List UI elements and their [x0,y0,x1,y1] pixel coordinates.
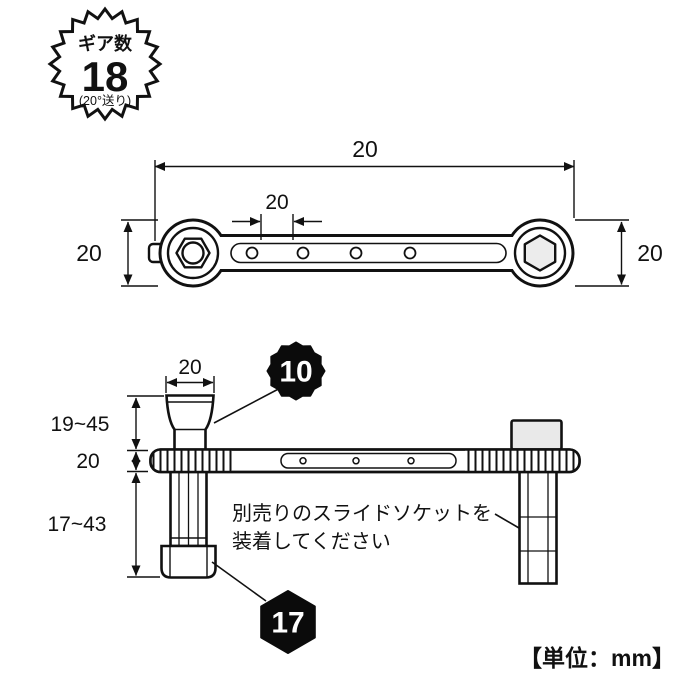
socket-size-badge-17: 17 [211,561,316,654]
dim-body-thickness-label: 20 [76,450,99,473]
dim-shaft-width: 20 [232,191,322,240]
shaft-hole [349,246,363,260]
dim-right-height: 20 [575,219,663,287]
note-line-1: 別売りのスライドソケットを [232,502,492,525]
bar-rivet [407,457,415,465]
dim-left-height: 20 [76,219,158,287]
upper-adapter [165,394,215,452]
gear-burst-icon [47,6,163,122]
dim-adapter-width: 20 [165,356,215,393]
socket-size-10-icon [266,341,326,401]
gear-badge-note: (20°送り) [79,93,131,108]
knurl-texture [150,449,580,472]
dim-left-height-label: 20 [76,240,102,266]
dim-shaft-width-label: 20 [265,191,288,214]
gear-badge-label: ギア数 [78,33,133,54]
socket-size-badge-10: 10 [213,341,326,424]
wrench-body-outline [158,218,575,288]
side-view-body [149,394,581,585]
lower-socket [160,544,217,579]
side-view: 20 10 19~45 20 17~43 別売りのスライドソケットを 装着して [48,341,581,654]
right-adapter-block [510,419,563,451]
dim-upper-reach-label: 19~45 [51,413,110,436]
shaft-hole [296,246,310,260]
slide-socket-note: 別売りのスライドソケットを 装着してください [232,502,520,553]
left-head-hole [181,241,205,265]
dim-adapter-width-label: 20 [178,356,201,379]
socket-size-17-icon [260,590,316,654]
gear-badge-value: 18 [82,53,129,100]
gear-count-badge: ギア数 18 (20°送り) [47,6,163,122]
top-view: 20 20 20 20 [76,136,663,288]
right-head-hex [523,234,557,272]
dim-total-length: 20 [154,136,575,241]
shaft-inner-outline [230,242,507,264]
dim-lower-reach: 17~43 [48,472,160,578]
dim-body-thickness: 20 [76,449,148,473]
shaft-hole [245,246,259,260]
shaft-hole [403,246,417,260]
dim-lower-reach-label: 17~43 [48,513,107,536]
dim-total-length-label: 20 [352,136,378,162]
top-view-wrench [147,218,575,288]
bar-rivet [352,457,360,465]
dim-upper-reach: 19~45 [51,395,164,450]
bar-rivet [299,457,307,465]
note-line-2: 装着してください [232,530,391,553]
slide-socket [518,469,558,585]
dim-right-height-label: 20 [637,240,663,266]
socket-size-17-label: 17 [271,607,304,640]
bar-inner-outline [280,452,457,469]
socket-size-10-label: 10 [279,356,312,389]
unit-label: 【単位：mm】 [519,645,675,671]
